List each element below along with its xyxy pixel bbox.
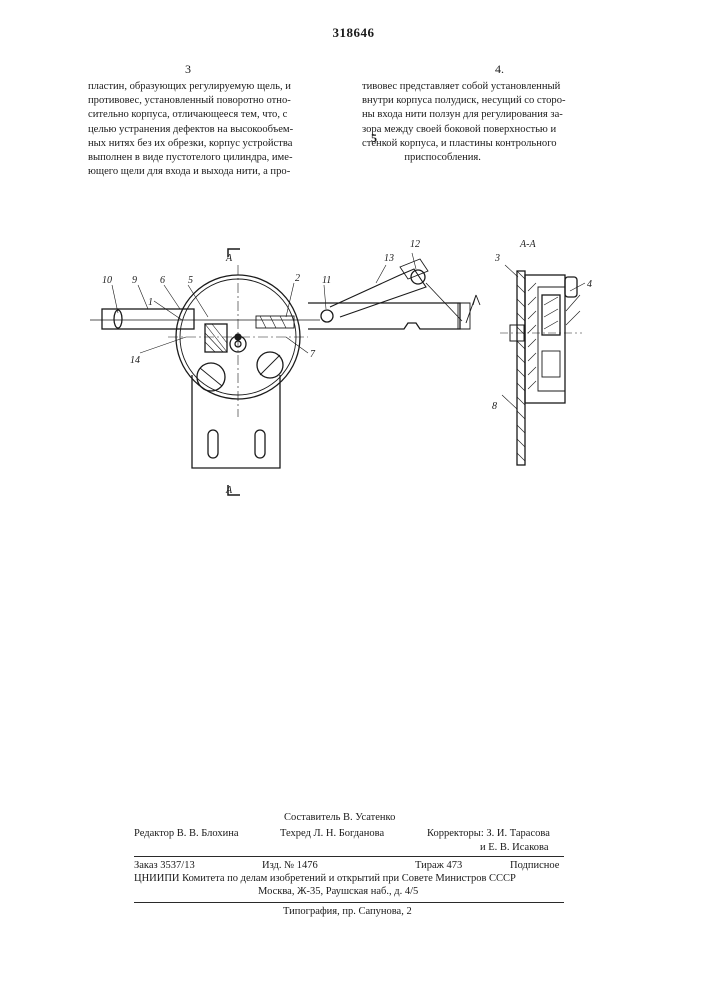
footer-rule-top <box>134 856 564 857</box>
part-label: 12 <box>410 239 420 250</box>
text-line: внутри корпуса полудиск, несущий со стор… <box>362 94 620 108</box>
text-line: зора между своей боковой поверхностью и <box>362 123 620 137</box>
left-text-column: пластин, образующих регулируемую щель, и… <box>88 80 350 179</box>
part-label: 8 <box>492 401 497 412</box>
print-run: Тираж 473 <box>415 860 462 871</box>
text-line: ющего щели для входа и выхода нити, а пр… <box>88 165 350 179</box>
text-line: ных нитях без их обрезки, корпус устройс… <box>88 137 350 151</box>
part-label: 14 <box>130 355 140 366</box>
part-label: 3 <box>494 253 500 264</box>
label-cut-top: А <box>225 253 233 264</box>
text-line: целью устранения дефектов на высокообъем… <box>88 123 350 137</box>
part-label: 11 <box>322 275 331 286</box>
address-line: Москва, Ж-35, Раушская наб., д. 4/5 <box>258 886 418 897</box>
drawing-labels: А А А-А 10 9 6 5 1 2 11 13 12 14 7 3 4 8 <box>90 225 610 505</box>
text-line: тивовес представляет собой установленный <box>362 80 620 94</box>
correctors-line-1: Корректоры: З. И. Тарасова <box>427 828 550 839</box>
compiler-line: Составитель В. Усатенко <box>284 812 395 823</box>
part-label: 1 <box>148 297 153 308</box>
text-line: приспособления. <box>362 151 620 165</box>
text-line: стенкой корпуса, и пластины контрольного <box>362 137 620 151</box>
text-line: выполнен в виде пустотелого цилиндра, им… <box>88 151 350 165</box>
part-label: 2 <box>295 273 300 284</box>
tech-editor-line: Техред Л. Н. Богданова <box>280 828 384 839</box>
right-column-number: 4. <box>495 62 504 77</box>
part-label: 4 <box>587 279 592 290</box>
label-section-aa: А-А <box>519 239 536 250</box>
part-label: 7 <box>310 349 316 360</box>
editor-line: Редактор В. В. Блохина <box>134 828 239 839</box>
publication-number: Изд. № 1476 <box>262 860 318 871</box>
correctors-line-2: и Е. В. Исакова <box>480 842 549 853</box>
subscription-label: Подписное <box>510 860 559 871</box>
part-label: 13 <box>384 253 394 264</box>
part-label: 10 <box>102 275 112 286</box>
right-text-column: тивовес представляет собой установленный… <box>362 80 620 165</box>
organization-line: ЦНИИПИ Комитета по делам изобретений и о… <box>134 873 564 884</box>
part-label: 9 <box>132 275 137 286</box>
part-label: 5 <box>188 275 193 286</box>
footer-rule-bottom <box>134 902 564 903</box>
part-label: 6 <box>160 275 165 286</box>
text-line: сительно корпуса, отличающееся тем, что,… <box>88 108 350 122</box>
text-line: противовес, установленный поворотно отно… <box>88 94 350 108</box>
label-cut-bottom: А <box>225 485 233 496</box>
printer-line: Типография, пр. Сапунова, 2 <box>283 906 412 917</box>
order-number: Заказ 3537/13 <box>134 860 195 871</box>
text-line: пластин, образующих регулируемую щель, и <box>88 80 350 94</box>
patent-number: 318646 <box>0 25 707 41</box>
left-column-number: 3 <box>185 62 191 77</box>
text-line: ны входа нити ползун для регулирования з… <box>362 108 620 122</box>
